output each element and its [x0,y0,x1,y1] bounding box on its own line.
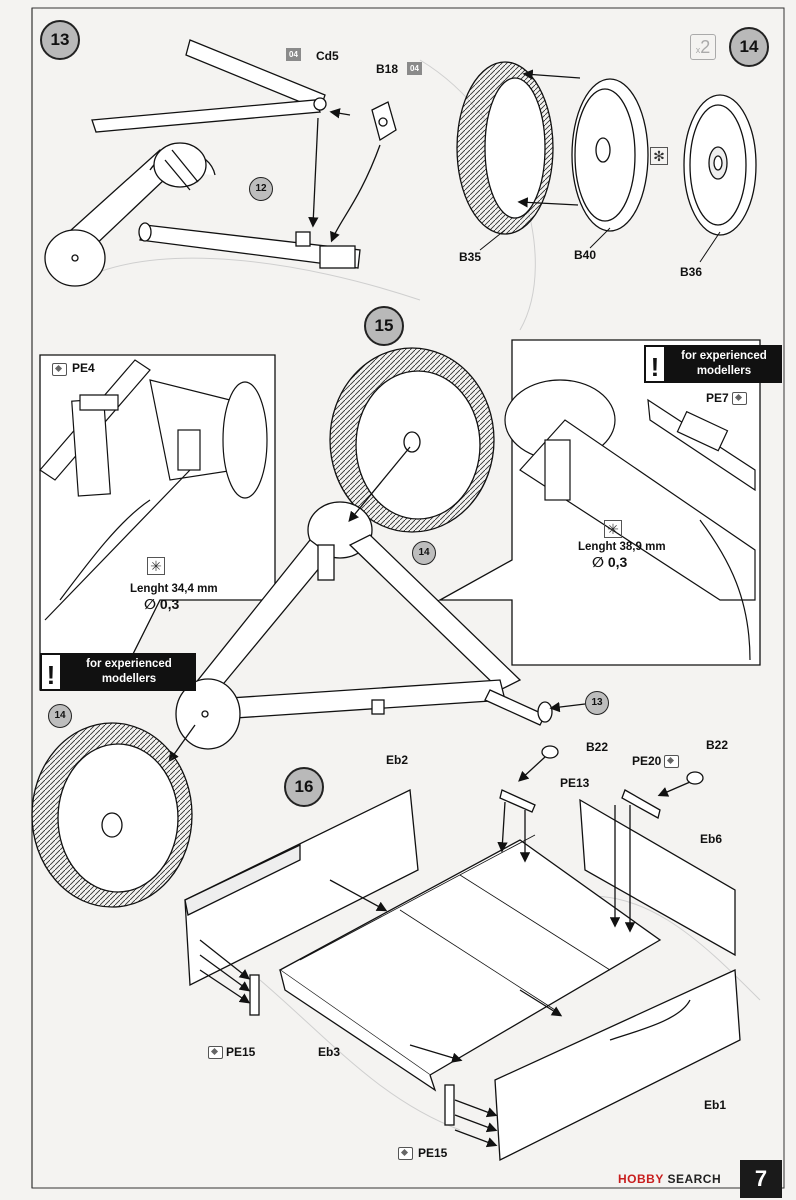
warning-left-line1: for experienced [86,658,172,670]
ref-circle-14-upper: 14 [412,541,436,565]
warning-box-left: ! for experienced modellers [40,653,196,691]
photo-etch-icon [732,392,747,405]
dimension-left: Lenght 34,4 mm ∅ 0,3 [130,582,218,612]
warning-left-line2: modellers [101,673,157,685]
warning-right-line2: modellers [696,365,752,377]
ref-circle-13: 13 [585,691,609,715]
part-label-cd5: Cd5 [316,49,339,63]
step-13-badge: 13 [40,20,80,60]
warning-right-line1: for experienced [681,350,767,362]
ref-circle-12: 12 [249,177,273,201]
part-label-eb1: Eb1 [704,1098,727,1112]
part-label-pe13: PE13 [560,776,590,790]
step15-drawing [31,339,761,908]
ref-circle-14-lower: 14 [48,704,72,728]
paint-code-b18: 04 [407,62,422,75]
part-label-b22-right: B22 [706,738,729,752]
step13-drawing [44,39,397,287]
step-15-badge: 15 [364,306,404,346]
watermark-brand-a: HOBBY [618,1172,664,1186]
paint-spray-icon: ✻ [650,147,668,165]
part-label-eb2: Eb2 [386,753,409,767]
dimension-right-length: Lenght 38,9 mm [578,541,666,553]
step16-drawing [184,745,741,1162]
part-label-b40: B40 [574,248,597,262]
dimension-right-diameter: ∅ 0,3 [592,554,628,570]
part-label-b22-left: B22 [586,740,609,754]
multiplier-badge: x2 [690,34,716,60]
part-label-pe15-right: PE15 [418,1146,448,1160]
cut-icon: ✳ [604,520,622,538]
part-label-eb6: Eb6 [700,832,723,846]
multiplier-count: 2 [700,37,711,57]
photo-etch-icon [208,1046,223,1059]
step14-drawing [456,61,757,263]
photo-etch-icon [52,363,67,376]
part-label-eb3: Eb3 [318,1045,341,1059]
part-label-b18: B18 [376,62,399,76]
dimension-left-length: Lenght 34,4 mm [130,583,218,595]
step-14-badge: 14 [729,27,769,67]
exclamation-icon: ! [644,345,666,383]
paint-code-cd5: 04 [286,48,301,61]
dimension-right: Lenght 38,9 mm ∅ 0,3 [578,540,666,570]
warning-box-right: ! for experienced modellers [644,345,782,383]
part-label-b36: B36 [680,265,703,279]
watermark: HOBBY SEARCH [618,1172,721,1186]
photo-etch-icon [398,1147,413,1160]
page-number: 7 [740,1160,782,1198]
part-label-pe4: PE4 [72,361,95,375]
photo-etch-icon [664,755,679,768]
part-label-pe20: PE20 [632,754,662,768]
dimension-left-diameter: ∅ 0,3 [144,596,180,612]
part-label-pe7: PE7 [706,391,729,405]
part-label-b35: B35 [459,250,482,264]
step-16-badge: 16 [284,767,324,807]
watermark-brand-b: SEARCH [667,1172,722,1186]
part-label-pe15-left: PE15 [226,1045,256,1059]
multiplier-prefix: x [695,45,701,55]
exclamation-icon: ! [40,653,62,691]
cut-icon: ✳ [147,557,165,575]
